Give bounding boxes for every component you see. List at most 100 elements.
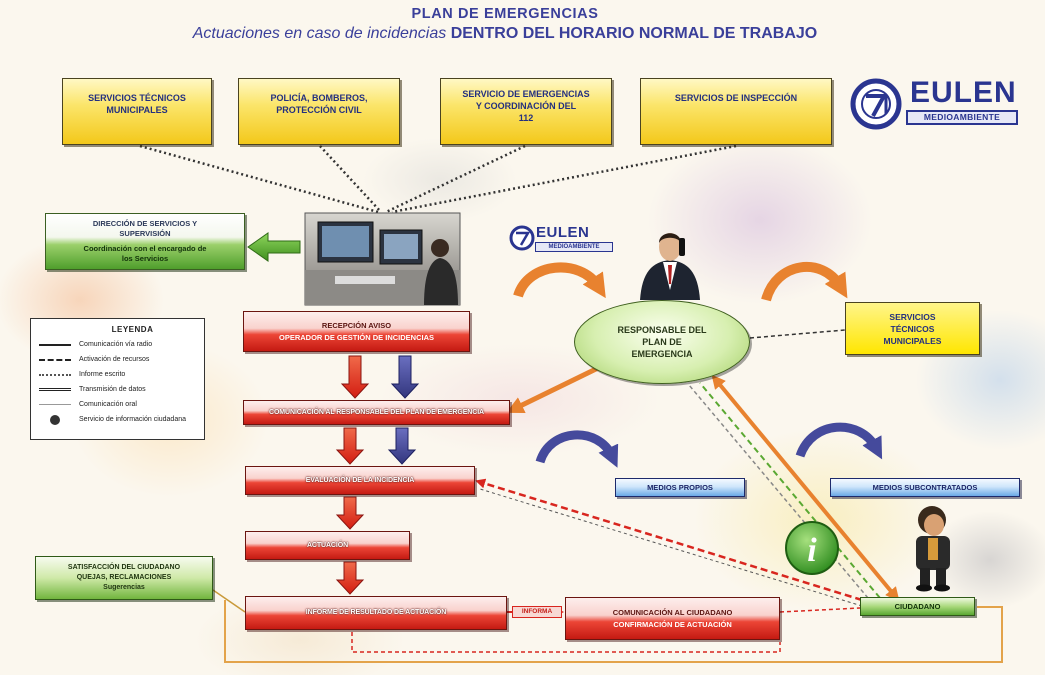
legend-line-sample bbox=[39, 373, 71, 376]
link-citizen-notice-to-citizen bbox=[779, 607, 861, 613]
legend-item: Activación de recursos bbox=[31, 352, 204, 367]
responsible-line: EMERGENCIA bbox=[631, 349, 693, 359]
down-arrow-red-1 bbox=[340, 355, 370, 399]
legend-label: Comunicación vía radio bbox=[79, 341, 153, 348]
municipal-line: SERVICIOS bbox=[889, 311, 936, 322]
red-dashed-loop-report bbox=[351, 632, 781, 653]
legend-dot-icon bbox=[50, 414, 60, 425]
legend-label: Activación de recursos bbox=[79, 356, 150, 363]
legend: LEYENDA Comunicación vía radio Activació… bbox=[30, 318, 205, 440]
flow-step-line: INFORME DE RESULTADO DE ACTUACIÓN bbox=[305, 609, 447, 616]
legend-title: LEYENDA bbox=[111, 325, 154, 334]
agency-line: PROTECCIÓN CIVIL bbox=[276, 105, 362, 115]
flow-step-line: COMUNICACIÓN AL RESPONSABLE DEL PLAN DE … bbox=[269, 408, 484, 416]
phone-operator-icon bbox=[640, 233, 700, 300]
link-responsible-municipal bbox=[749, 329, 846, 339]
legend-label: Comunicación oral bbox=[79, 401, 137, 408]
eulen-emblem-small-icon bbox=[509, 225, 535, 251]
flow-step-report: INFORME DE RESULTADO DE ACTUACIÓN bbox=[245, 596, 507, 630]
page-subtitle: Actuaciones en caso de incidencias DENTR… bbox=[90, 25, 920, 43]
orange-loop-citizen-to-feedback bbox=[224, 600, 1003, 663]
down-arrow-blue-2 bbox=[387, 427, 417, 465]
legend-item: Comunicación vía radio bbox=[31, 337, 204, 352]
arrow-to-supervision bbox=[247, 232, 301, 262]
feedback-line: Sugerencias bbox=[103, 584, 145, 591]
municipal-services-box: SERVICIOS TÉCNICOS MUNICIPALES bbox=[845, 302, 980, 355]
red-dashed-citizen-to-evaluation bbox=[475, 478, 863, 602]
eulen-logo-tagline: MEDIOAMBIENTE bbox=[906, 110, 1018, 125]
curved-arrow-blue-right bbox=[795, 422, 883, 460]
orange-link-citizen-responsible bbox=[711, 374, 900, 602]
agency-box-police-firefighters: POLICÍA, BOMBEROS, PROTECCIÓN CIVIL bbox=[238, 78, 400, 145]
resource-label: MEDIOS PROPIOS bbox=[647, 483, 713, 492]
agency-dotted-links bbox=[139, 144, 737, 214]
responsible-ellipse: RESPONSABLE DEL PLAN DE EMERGENCIA bbox=[574, 300, 750, 384]
resource-box-own: MEDIOS PROPIOS bbox=[615, 478, 745, 497]
flow-step-reception: RECEPCIÓN AVISO OPERADOR DE GESTIÓN DE I… bbox=[243, 311, 470, 352]
eulen-logo-brand: EULEN bbox=[910, 76, 1017, 109]
down-arrow-red-2 bbox=[335, 427, 365, 465]
info-icon: i bbox=[785, 521, 839, 575]
agency-box-emergency-coordination: SERVICIO DE EMERGENCIAS Y COORDINACIÓN D… bbox=[440, 78, 612, 145]
feedback-line: QUEJAS, RECLAMACIONES bbox=[76, 574, 172, 581]
info-glyph: i bbox=[807, 532, 817, 569]
feedback-line: SATISFACCIÓN DEL CIUDADANO bbox=[67, 564, 181, 571]
legend-line-sample bbox=[39, 343, 71, 346]
agency-box-technical-services: SERVICIOS TÉCNICOS MUNICIPALES bbox=[62, 78, 212, 145]
dotted-link-agency-3 bbox=[385, 144, 526, 214]
dotted-link-agency-2 bbox=[319, 145, 382, 213]
curved-arrow-orange-left bbox=[513, 262, 606, 299]
responsible-line: RESPONSABLE DEL bbox=[617, 325, 707, 335]
subtitle-prefix: Actuaciones en caso de incidencias bbox=[192, 25, 447, 42]
legend-item: Transmisión de datos bbox=[31, 382, 204, 397]
flow-step-action: ACTUACIÓN bbox=[245, 531, 410, 560]
down-arrow-red-4 bbox=[335, 561, 365, 595]
page-title: PLAN DE EMERGENCIAS bbox=[411, 6, 599, 22]
agency-line: POLICÍA, BOMBEROS, bbox=[270, 93, 368, 103]
supervision-note-line: Coordinación con el encargado de bbox=[83, 243, 207, 253]
feedback-box: SATISFACCIÓN DEL CIUDADANO QUEJAS, RECLA… bbox=[35, 556, 213, 600]
legend-label: Informe escrito bbox=[79, 371, 126, 378]
resource-box-external: MEDIOS SUBCONTRATADOS bbox=[830, 478, 1020, 497]
eulen-logo-small-brand: EULEN bbox=[536, 224, 590, 241]
down-arrow-blue-1 bbox=[390, 355, 420, 399]
legend-line-sample bbox=[39, 388, 71, 391]
agency-line: MUNICIPALES bbox=[106, 105, 168, 115]
flow-step-evaluation: EVALUACIÓN DE LA INCIDENCIA bbox=[245, 466, 475, 495]
legend-line-sample bbox=[39, 404, 71, 405]
citizen-figure-icon bbox=[916, 506, 950, 592]
flow-step-line: ACTUACIÓN bbox=[306, 541, 349, 549]
green-dashed-link-citizen-responsible bbox=[699, 382, 881, 599]
legend-item: Servicio de información ciudadana bbox=[31, 412, 204, 427]
supervision-note-line: los Servicios bbox=[121, 253, 169, 263]
citizen-label: CIUDADANO bbox=[894, 602, 941, 611]
flow-step-line: RECEPCIÓN AVISO bbox=[321, 320, 392, 330]
legend-item: Comunicación oral bbox=[31, 397, 204, 412]
supervision-note: Coordinación con el encargado de los Ser… bbox=[84, 244, 207, 264]
resource-label: MEDIOS SUBCONTRATADOS bbox=[872, 483, 978, 492]
legend-label: Transmisión de datos bbox=[79, 386, 146, 393]
agency-line: SERVICIOS TÉCNICOS bbox=[88, 93, 186, 103]
agency-line: 112 bbox=[518, 113, 534, 123]
municipal-line: MUNICIPALES bbox=[883, 335, 942, 346]
agency-line: Y COORDINACIÓN DEL bbox=[475, 101, 577, 111]
curved-arrow-orange-right bbox=[761, 262, 848, 302]
down-arrow-red-3 bbox=[335, 496, 365, 530]
citizen-responsible-links bbox=[688, 374, 900, 602]
flow-step-communication: COMUNICACIÓN AL RESPONSABLE DEL PLAN DE … bbox=[243, 400, 510, 425]
flow-step-line: OPERADOR DE GESTIÓN DE INCIDENCIAS bbox=[278, 332, 435, 342]
link-feedback-to-report bbox=[212, 589, 246, 613]
legend-line-sample bbox=[39, 358, 71, 361]
gray-dashed-citizen-to-evaluation bbox=[479, 488, 863, 607]
citizen-notice-line: COMUNICACIÓN AL CIUDADANO bbox=[612, 607, 733, 617]
citizen-box: CIUDADANO bbox=[860, 597, 975, 616]
responsible-line: PLAN DE bbox=[642, 337, 682, 347]
agency-line: SERVICIO DE EMERGENCIAS bbox=[462, 89, 590, 99]
legend-label: Servicio de información ciudadana bbox=[79, 416, 187, 423]
arrow-responsible-to-communication bbox=[506, 365, 600, 414]
agency-box-inspection: SERVICIOS DE INSPECCIÓN bbox=[640, 78, 832, 145]
dotted-link-agency-4 bbox=[391, 144, 737, 214]
supervision-box: DIRECCIÓN DE SERVICIOS Y SUPERVISIÓN Coo… bbox=[45, 213, 245, 270]
